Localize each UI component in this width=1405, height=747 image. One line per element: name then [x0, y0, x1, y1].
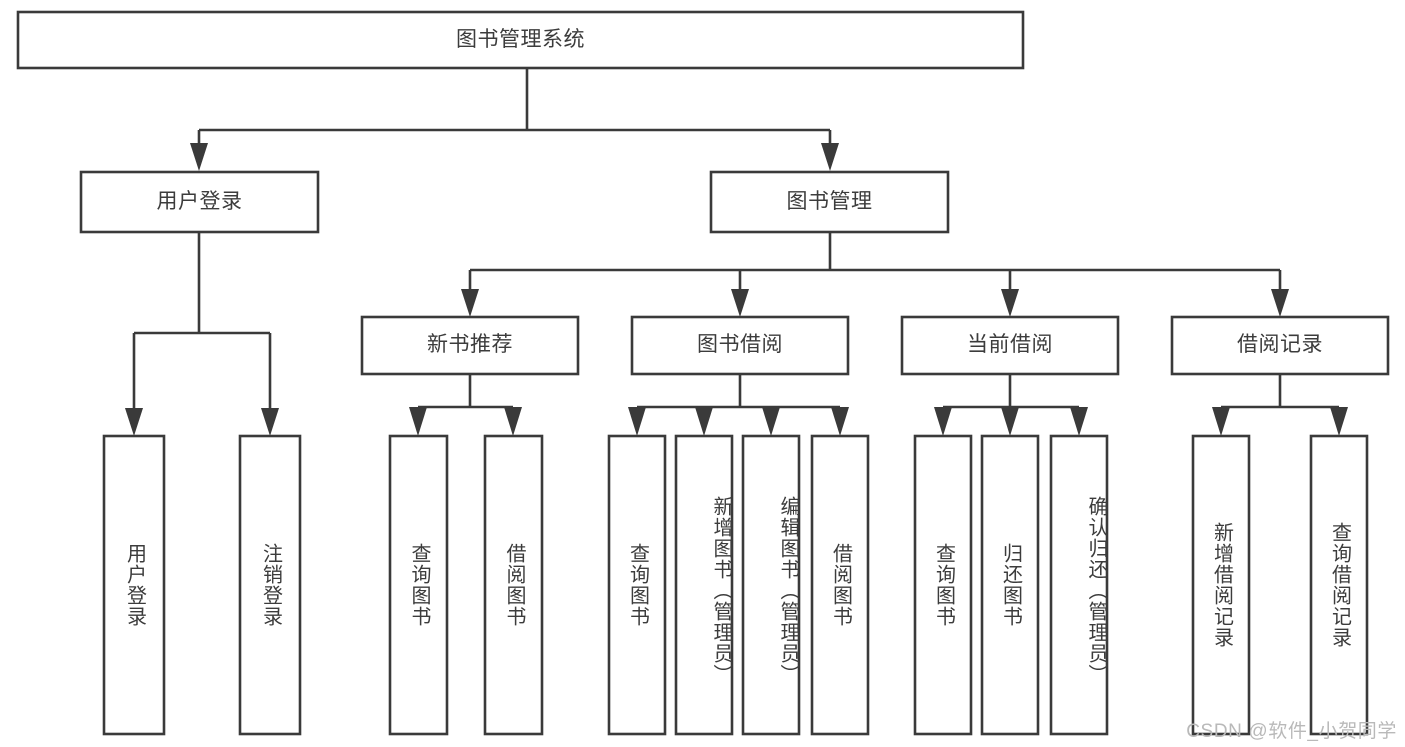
arrow-head-bb-leaf-3 [762, 407, 780, 436]
connector-group-book-manage [461, 232, 1289, 317]
node-box-leaf-cb-2[interactable] [980, 434, 1040, 736]
node-box-leaf-bb-3[interactable] [741, 434, 801, 736]
arrow-head-cb-leaf-2 [1001, 407, 1019, 436]
arrow-head-new-book [461, 289, 479, 317]
arrow-head-ul-leaf-1 [125, 408, 143, 436]
connector-group-root [190, 68, 839, 171]
node-box-book-manage[interactable] [709, 170, 950, 234]
node-box-leaf-br-2[interactable] [1309, 434, 1369, 736]
arrow-head-br-leaf-1 [1212, 407, 1230, 436]
connector-group-bookborrow-leaves [628, 374, 849, 436]
watermark-text: CSDN @软件_小贺同学 [1186, 721, 1397, 742]
node-box-leaf-nb-2[interactable] [483, 434, 544, 736]
arrow-head-cb-leaf-3 [1070, 407, 1088, 436]
node-box-new-book-recommend[interactable] [360, 315, 580, 376]
arrow-head-br-leaf-2 [1330, 407, 1348, 436]
connector-group-newbook-leaves [409, 374, 522, 436]
node-box-borrow-record[interactable] [1170, 315, 1390, 376]
arrow-head-nb-leaf-2 [504, 407, 522, 436]
arrow-head-borrow [731, 289, 749, 317]
arrow-head-cb-leaf-1 [934, 407, 952, 436]
arrow-head-current [1001, 289, 1019, 317]
node-box-leaf-br-1[interactable] [1191, 434, 1251, 736]
connector-group-currentborrow-leaves [934, 374, 1088, 436]
node-box-leaf-bb-1[interactable] [607, 434, 667, 736]
node-box-leaf-ul-2[interactable] [238, 434, 302, 736]
arrow-head-user-login [190, 143, 208, 171]
arrow-head-ul-leaf-2 [261, 408, 279, 436]
node-box-leaf-bb-4[interactable] [810, 434, 870, 736]
node-box-current-borrow[interactable] [900, 315, 1120, 376]
connector-group-borrowrecord-leaves [1212, 374, 1348, 436]
arrow-head-bb-leaf-1 [628, 407, 646, 436]
arrow-head-bb-leaf-2 [695, 407, 713, 436]
node-box-user-login[interactable] [79, 170, 320, 234]
node-box-leaf-nb-1[interactable] [388, 434, 449, 736]
node-box-leaf-bb-2[interactable] [674, 434, 734, 736]
arrow-head-bb-leaf-4 [831, 407, 849, 436]
arrow-head-record [1271, 289, 1289, 317]
node-box-leaf-cb-3[interactable] [1049, 434, 1109, 736]
connector-group-user-login-leaves [125, 232, 279, 436]
node-box-leaf-cb-1[interactable] [913, 434, 973, 736]
node-box-root[interactable] [16, 10, 1025, 70]
arrow-head-book-manage [821, 143, 839, 171]
arrow-head-nb-leaf-1 [409, 407, 427, 436]
node-box-leaf-ul-1[interactable] [102, 434, 166, 736]
node-box-book-borrow[interactable] [630, 315, 850, 376]
